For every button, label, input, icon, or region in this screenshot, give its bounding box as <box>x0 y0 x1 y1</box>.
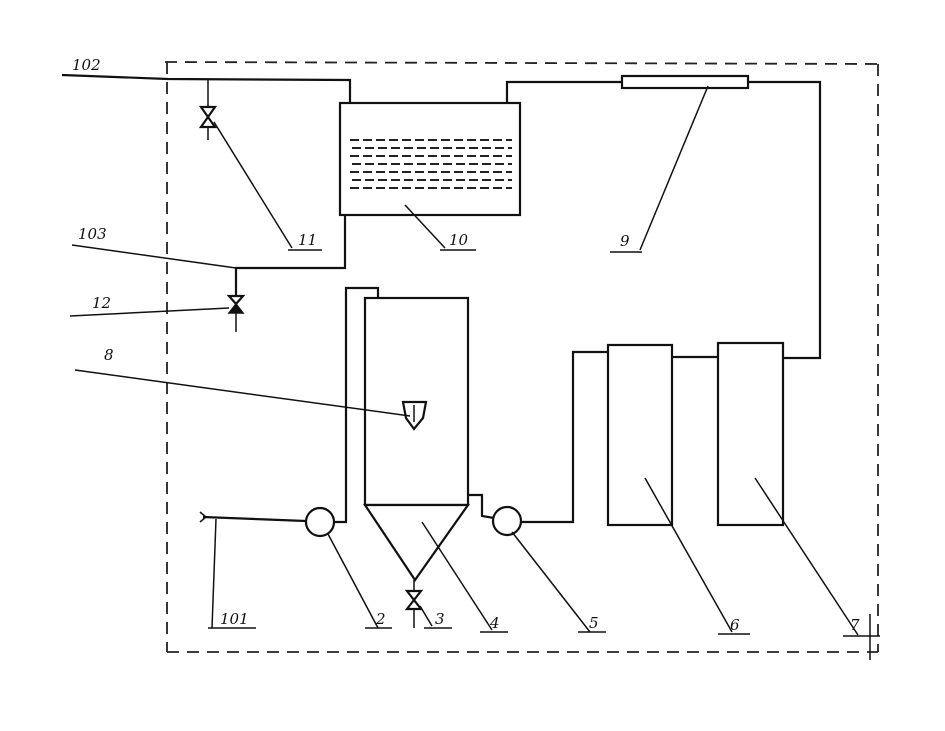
pump-2 <box>304 506 336 538</box>
label-103: 103 <box>78 225 107 243</box>
pipe-tower-to-pump-5 <box>468 493 495 520</box>
label-102: 102 <box>72 56 101 74</box>
label-5: 5 <box>589 614 599 632</box>
label-4: 4 <box>489 614 500 632</box>
pipe-pump-2-to-tower <box>334 286 380 524</box>
line-103 <box>71 244 237 269</box>
pipe-102-line <box>61 73 352 103</box>
system-boundary <box>164 61 881 653</box>
pipe-101-feed <box>202 515 307 523</box>
pipe-exchanger-to-103 <box>234 215 347 295</box>
valve-12 <box>226 294 246 332</box>
pipe-pump-5-to-tank-6 <box>521 350 608 524</box>
leader-lines <box>69 85 880 660</box>
label-6: 6 <box>730 616 740 634</box>
label-11: 11 <box>298 231 317 249</box>
tank-6 <box>606 343 674 527</box>
tank-7 <box>716 341 785 527</box>
pipe-9-to-tank-7 <box>748 80 822 360</box>
component-9 <box>620 74 750 90</box>
label-10: 10 <box>449 231 469 249</box>
label-7: 7 <box>850 616 860 634</box>
pipe-exchanger-to-9 <box>505 80 622 103</box>
label-8: 8 <box>104 346 114 364</box>
label-3: 3 <box>435 610 445 628</box>
valve-3 <box>404 580 424 628</box>
label-101: 101 <box>220 610 249 628</box>
heat-exchanger-10 <box>338 101 522 217</box>
pump-5 <box>491 505 523 537</box>
label-9: 9 <box>620 232 630 250</box>
label-2: 2 <box>375 610 386 628</box>
valve-11 <box>198 80 218 140</box>
label-12: 12 <box>92 294 111 312</box>
tower-4 <box>362 296 471 582</box>
